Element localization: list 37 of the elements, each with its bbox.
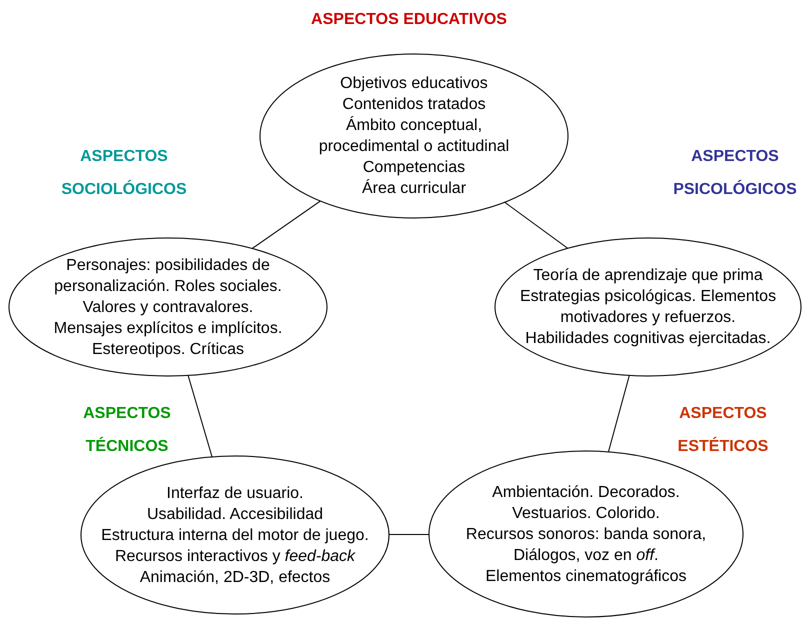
ellipse-node — [80, 455, 390, 615]
node-text: Ámbito conceptual, procedimental o actitudinal — [318, 115, 510, 157]
connector-line — [252, 200, 321, 249]
node-text: Área curricular — [362, 178, 466, 199]
node-text: Elementos cinematográficos — [486, 566, 686, 586]
ellipse-node — [428, 450, 744, 618]
node-text: Estructura interna del motor de juego. — [101, 526, 369, 546]
node-text: Objetivos educativos — [340, 74, 488, 94]
node-text: Interfaz de usuario. — [166, 484, 304, 504]
node-text: Recursos sonoros: banda sonora, — [466, 524, 706, 544]
heading-label: ASPECTOS SOCIOLÓGICOS — [60, 147, 188, 200]
heading-label: ASPECTOS PSICOLÓGICOS — [672, 147, 798, 200]
heading-label: ASPECTOS ESTÉTICOS — [676, 404, 770, 457]
heading-label: ASPECTOS TÉCNICOS — [82, 404, 172, 457]
heading-label: ASPECTOS EDUCATIVOS — [310, 10, 508, 30]
node-text: Contenidos tratados — [342, 95, 486, 115]
node-text: Vestuarios. Colorido. — [512, 504, 660, 524]
node-text: Estereotipos. Críticas — [92, 340, 244, 360]
node-text: Valores y contravalores. — [82, 298, 254, 318]
node-text: Competencias — [362, 158, 466, 178]
node-text: Diálogos, voz en off. — [514, 546, 658, 566]
node-text: Ambientación. Decorados. — [492, 482, 680, 502]
node-text: Personajes: posibilidades de personalización. Roles sociales. — [53, 256, 283, 296]
node-text: Estrategias psicológicas. Elementos motivadores y refuerzos. — [518, 287, 778, 328]
connector-line — [388, 534, 430, 536]
connector-line — [608, 374, 630, 452]
node-text: Mensajes explícitos e implícitos. — [54, 318, 282, 338]
ellipse-node — [494, 237, 802, 377]
connector-line — [188, 374, 213, 458]
ellipse-node — [8, 237, 328, 377]
node-text: Habilidades cognitivas ejercitadas. — [525, 329, 771, 349]
ellipse-node — [259, 53, 569, 219]
node-text: Teoría de aprendizaje que prima — [533, 266, 763, 286]
node-text: Animación, 2D-3D, efectos — [140, 568, 330, 588]
node-text: Recursos interactivos y feed-back — [114, 546, 356, 566]
node-text: Usabilidad. Accesibilidad — [146, 504, 324, 524]
connector-line — [504, 202, 568, 249]
